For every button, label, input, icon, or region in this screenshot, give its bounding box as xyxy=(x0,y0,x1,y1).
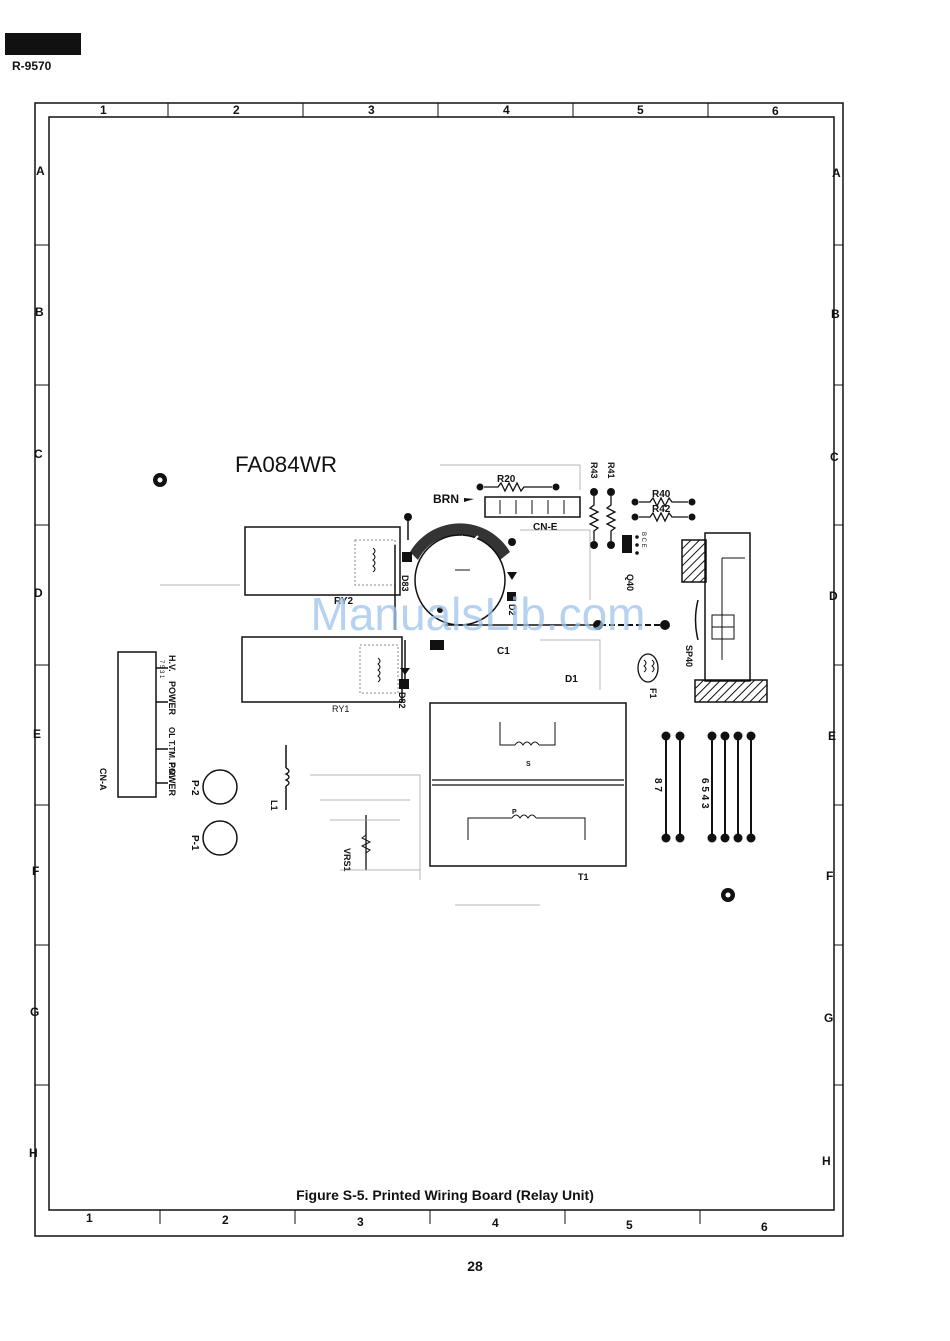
terminal-p2 xyxy=(203,770,237,804)
fuse-f1 xyxy=(638,654,658,682)
cn-a-power1-label: POWER xyxy=(167,681,177,716)
row-label-left-E: E xyxy=(33,727,41,741)
col-label-top-1: 1 xyxy=(100,103,107,117)
relay-ry1 xyxy=(242,637,402,702)
row-label-left-B: B xyxy=(35,305,44,319)
mounting-hole-right xyxy=(721,888,735,902)
r20-label: R20 xyxy=(497,474,516,485)
figure-caption: Figure S-5. Printed Wiring Board (Relay … xyxy=(296,1187,594,1203)
row-label-right-C: C xyxy=(830,450,839,464)
top-ticks xyxy=(168,103,708,117)
p2-label: P-2 xyxy=(189,780,200,796)
row-label-right-H: H xyxy=(822,1154,831,1168)
inner-frame xyxy=(49,117,834,1210)
col-label-bottom-6: 6 xyxy=(761,1220,768,1234)
r42-label: R42 xyxy=(652,504,671,515)
col-label-bottom-3: 3 xyxy=(357,1215,364,1229)
connector-cn-e xyxy=(485,497,580,517)
jumper-6-3-label: 6 5 4 3 xyxy=(699,778,710,809)
row-label-left-H: H xyxy=(29,1146,38,1160)
row-label-right-G: G xyxy=(824,1011,833,1025)
transistor-q40 xyxy=(622,535,639,555)
col-label-bottom-5: 5 xyxy=(626,1218,633,1232)
buzzer-sp40 xyxy=(682,533,767,702)
jumpers-8-7 xyxy=(662,732,685,843)
col-label-bottom-1: 1 xyxy=(86,1211,93,1225)
col-label-top-4: 4 xyxy=(503,103,510,117)
terminal-p1 xyxy=(203,821,237,855)
varistor-vrs1 xyxy=(362,815,370,870)
ry1-label: RY1 xyxy=(332,704,349,714)
q40-pins-label: B C E xyxy=(640,532,646,548)
sp40-label: SP40 xyxy=(684,645,694,667)
r41-label: R41 xyxy=(606,462,616,479)
row-label-left-F: F xyxy=(32,864,39,878)
vrs1-label: VRS1 xyxy=(342,848,352,872)
watermark-text: ManualsLib.com xyxy=(311,588,646,640)
c1-label: C1 xyxy=(497,646,510,657)
col-label-bottom-4: 4 xyxy=(492,1216,499,1230)
diode-d82 xyxy=(399,640,410,689)
f1-label: F1 xyxy=(648,688,658,699)
col-label-top-2: 2 xyxy=(233,103,240,117)
cn-a-power2-label: POWER xyxy=(167,762,177,797)
t1-label: T1 xyxy=(578,872,589,882)
row-label-left-G: G xyxy=(30,1005,39,1019)
row-label-right-A: A xyxy=(832,166,841,180)
resistor-r20 xyxy=(477,483,560,491)
col-label-bottom-2: 2 xyxy=(222,1213,229,1227)
row-label-right-D: D xyxy=(829,589,838,603)
t1-secondary-label: S xyxy=(526,761,531,768)
r40-label: R40 xyxy=(652,489,671,500)
resistor-r43 xyxy=(590,488,598,549)
row-label-left-A: A xyxy=(36,164,45,178)
mounting-hole-left xyxy=(153,473,167,487)
page-number: 28 xyxy=(0,1258,950,1274)
resistor-r41 xyxy=(607,488,615,549)
col-label-top-3: 3 xyxy=(368,103,375,117)
jumpers-6-5-4-3 xyxy=(708,732,756,843)
board-model-label: FA084WR xyxy=(235,452,337,477)
cn-a-label: CN-A xyxy=(98,768,108,791)
relay-ry2 xyxy=(245,527,400,595)
d82-label: D82 xyxy=(397,692,407,709)
p1-label: P-1 xyxy=(189,835,200,851)
cn-a-pin-numbers: 7 5 3 1 xyxy=(158,660,164,679)
row-label-left-C: C xyxy=(34,447,43,461)
col-label-top-5: 5 xyxy=(637,103,644,117)
r43-label: R43 xyxy=(589,462,599,479)
row-label-right-B: B xyxy=(831,307,840,321)
cn-e-label: CN-E xyxy=(533,522,558,533)
row-label-right-E: E xyxy=(828,729,836,743)
brn-arrow-icon xyxy=(464,498,474,502)
brn-label: BRN xyxy=(433,492,459,506)
jumper-8-7-label: 8 7 xyxy=(652,778,663,792)
bottom-ticks xyxy=(160,1210,700,1224)
inductor-l1 xyxy=(286,745,289,810)
t1-primary-label: P xyxy=(512,809,517,816)
row-label-left-D: D xyxy=(34,586,43,600)
cn-a-hv-label: H.V. xyxy=(167,655,177,672)
l1-label: L1 xyxy=(269,800,279,811)
col-label-top-6: 6 xyxy=(772,104,779,118)
d1-label: D1 xyxy=(565,674,578,685)
transformer-t1 xyxy=(430,703,626,866)
row-label-right-F: F xyxy=(826,869,833,883)
